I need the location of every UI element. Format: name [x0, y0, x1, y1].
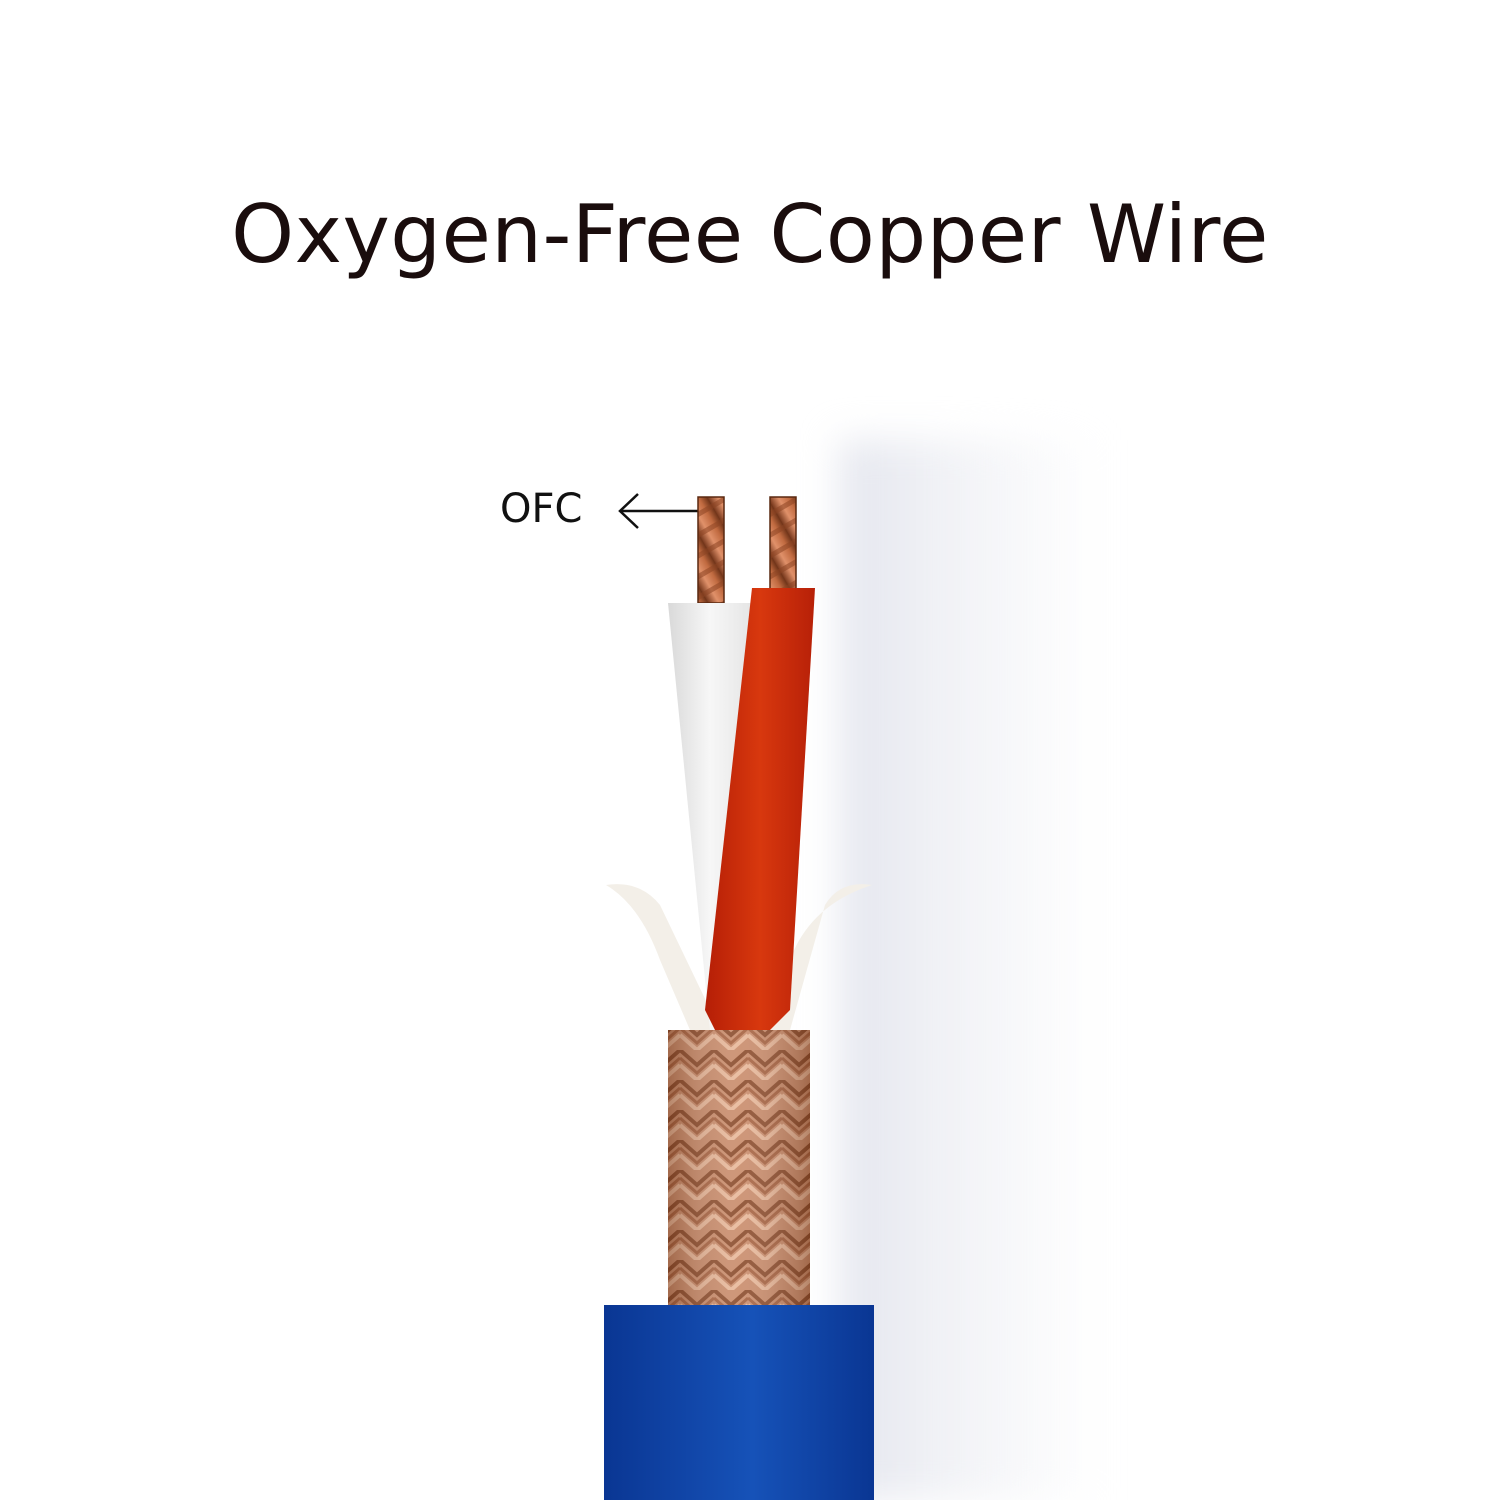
red-insulation [705, 588, 815, 1030]
copper-conductor-right [769, 496, 797, 590]
page-title: Oxygen-Free Copper Wire [231, 188, 1269, 281]
filler-left [606, 884, 720, 1030]
drop-shadow [840, 440, 1100, 1500]
filler-right [770, 884, 872, 1030]
copper-conductor-left [697, 496, 725, 604]
arrow-left-icon [618, 493, 702, 529]
ofc-label: OFC [500, 486, 583, 532]
blue-outer-jacket [604, 1305, 874, 1500]
